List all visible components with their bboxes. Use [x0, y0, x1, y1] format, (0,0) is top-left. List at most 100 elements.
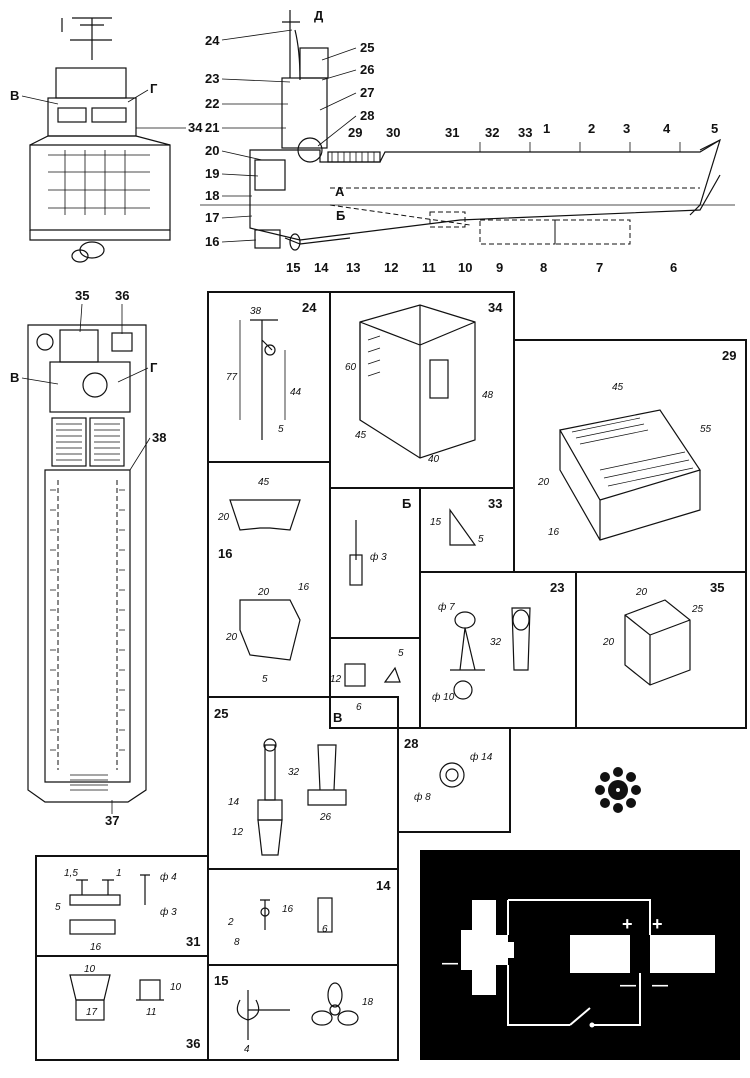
callout-17: 17	[205, 210, 219, 225]
detail-v-dim-12: 12	[330, 674, 342, 685]
detail-33-dim-15: 15	[430, 517, 442, 528]
callout-32: 32	[485, 125, 499, 140]
detail-36-dim-10a: 10	[84, 964, 96, 975]
plan-view: 35 36 В Г 38 37	[10, 288, 166, 828]
detail-14-dim-16: 16	[282, 904, 294, 915]
detail-35-dim-20a: 20	[635, 587, 648, 598]
callout-b: Б	[336, 208, 345, 223]
circuit-plus-left: +	[622, 914, 633, 934]
callout-13: 13	[346, 260, 360, 275]
circuit-diagram: + + — — —	[420, 850, 740, 1060]
callout-21: 21	[205, 120, 219, 135]
callout-35: 35	[75, 288, 89, 303]
detail-23-dim-d10: ф 10	[432, 691, 455, 703]
detail-23-dim-d7: ф 7	[438, 601, 455, 613]
detail-33-number: 33	[488, 496, 502, 511]
callout-29: 29	[348, 125, 362, 140]
detail-25-number: 25	[214, 706, 228, 721]
detail-25-dim-32: 32	[288, 767, 300, 778]
detail-31-dim-5: 5	[55, 902, 61, 913]
callout-26: 26	[360, 62, 374, 77]
callout-36: 36	[115, 288, 129, 303]
callout-24: 24	[205, 33, 220, 48]
detail-15: 15 18 4	[214, 973, 374, 1055]
circuit-minus-motor: —	[442, 955, 458, 972]
detail-29-dim-16: 16	[548, 527, 560, 538]
detail-28-dim-d14: ф 14	[470, 751, 493, 763]
callout-15: 15	[286, 260, 300, 275]
detail-36-number: 36	[186, 1036, 200, 1051]
callout-16: 16	[205, 234, 219, 249]
detail-29-dim-45: 45	[612, 382, 624, 393]
detail-31-dim-1-5: 1,5	[64, 868, 78, 879]
detail-35: 35 20 25 20	[602, 580, 724, 686]
detail-28-number: 28	[404, 736, 418, 751]
detail-b-letter: Б	[402, 496, 411, 511]
detail-23-dim-32: 32	[490, 637, 502, 648]
callout-v-plan: В	[10, 370, 19, 385]
callout-38: 38	[152, 430, 166, 445]
callout-23: 23	[205, 71, 219, 86]
callout-d: Д	[314, 8, 324, 23]
callout-6: 6	[670, 260, 677, 275]
detail-25-dim-12: 12	[232, 827, 244, 838]
detail-24: 24 38 77 44 5	[226, 300, 317, 440]
detail-28-dim-d8: ф 8	[414, 791, 431, 803]
callout-34: 34	[188, 120, 203, 135]
callout-30: 30	[386, 125, 400, 140]
front-view: В Г 34	[10, 17, 203, 263]
callout-33: 33	[518, 125, 532, 140]
callout-1: 1	[543, 121, 550, 136]
detail-31-dim-d4: ф 4	[160, 871, 177, 883]
detail-25: 25 32 14 12 26	[214, 706, 347, 856]
detail-31-dim-d3: ф 3	[160, 906, 177, 918]
detail-24-dim-5: 5	[278, 424, 284, 435]
detail-b-dim-d3: ф 3	[370, 551, 387, 563]
detail-34: 34 60 48 45 40	[345, 300, 503, 465]
callout-19: 19	[205, 166, 219, 181]
detail-23: 23 ф 7 32 ф 10	[432, 580, 564, 703]
detail-16-dim-20b: 20	[257, 587, 270, 598]
callout-4: 4	[663, 121, 671, 136]
side-view: 1 2 3 4 5 6 7 8 9 10 11 12 13 14 15 16 1…	[200, 8, 735, 275]
callout-10: 10	[458, 260, 472, 275]
detail-14-dim-2: 2	[227, 917, 234, 928]
detail-b: Б ф 3	[349, 496, 411, 586]
callout-2: 2	[588, 121, 595, 136]
detail-31: 31 1,5 1 ф 4 5 ф 3 16	[55, 868, 200, 953]
callout-9: 9	[496, 260, 503, 275]
detail-14-dim-6: 6	[322, 924, 328, 935]
callout-27: 27	[360, 85, 374, 100]
callout-5: 5	[711, 121, 718, 136]
detail-14-number: 14	[376, 878, 391, 893]
detail-v-letter: В	[333, 710, 342, 725]
detail-16-dim-20c: 20	[225, 632, 238, 643]
callout-31: 31	[445, 125, 459, 140]
detail-16-dim-5: 5	[262, 674, 268, 685]
detail-24-dim-77: 77	[226, 372, 238, 383]
detail-33: 33 15 5	[430, 496, 502, 546]
callout-14: 14	[314, 260, 329, 275]
detail-16: 16 45 20 20 16 20 5	[217, 477, 310, 685]
detail-31-number: 31	[186, 934, 200, 949]
callout-v-front: В	[10, 88, 19, 103]
detail-v-dim-5: 5	[398, 648, 404, 659]
detail-29-dim-55: 55	[700, 424, 712, 435]
detail-31-dim-16: 16	[90, 942, 102, 953]
detail-34-dim-45: 45	[355, 430, 367, 441]
circuit-plus-right: +	[652, 914, 663, 934]
detail-16-dim-16: 16	[298, 582, 310, 593]
callout-g-front: Г	[150, 81, 158, 96]
detail-25-dim-26: 26	[319, 812, 332, 823]
callout-g-plan: Г	[150, 360, 158, 375]
detail-31-dim-1: 1	[116, 868, 122, 879]
callout-20: 20	[205, 143, 219, 158]
detail-25-dim-14: 14	[228, 797, 240, 808]
detail-16-dim-45: 45	[258, 477, 270, 488]
callout-25: 25	[360, 40, 374, 55]
callout-18: 18	[205, 188, 219, 203]
detail-v: В 12 6 5	[330, 648, 404, 725]
detail-15-number: 15	[214, 973, 228, 988]
detail-14-dim-8: 8	[234, 937, 240, 948]
